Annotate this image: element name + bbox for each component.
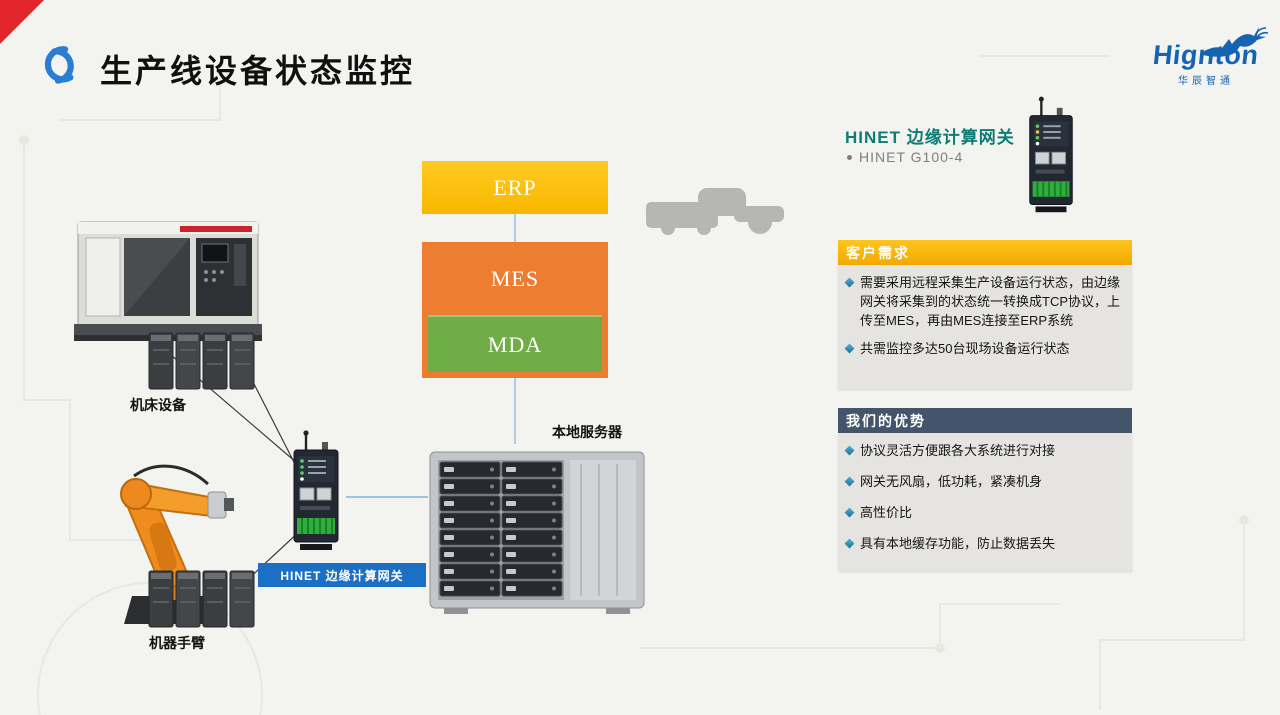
diamond-bullet-icon [844, 343, 855, 353]
list-item: 网关无风扇，低功耗，紧凑机身 [844, 473, 1123, 492]
list-item: 高性价比 [844, 504, 1123, 523]
advantage-text: 具有本地缓存功能，防止数据丢失 [860, 535, 1056, 551]
list-item: 具有本地缓存功能，防止数据丢失 [844, 535, 1123, 554]
list-item: 需要采用远程采集生产设备运行状态，由边缘网关将采集到的状态统一转换成TCP协议，… [844, 274, 1123, 331]
customer-needs-title: 客户需求 [846, 244, 910, 261]
corner-accent-triangle [0, 0, 44, 44]
robot-label: 机器手臂 [149, 635, 205, 651]
advantage-text: 高性价比 [860, 504, 913, 520]
diamond-bullet-icon [844, 538, 855, 548]
brand-subtitle: 华辰智通 [1178, 76, 1234, 87]
dot-bullet-icon [847, 154, 852, 160]
product-model: HINET G100-4 [859, 149, 964, 165]
advantages-header: 我们的优势 [838, 408, 1132, 433]
product-model-row: HINET G100-4 [847, 149, 963, 165]
need-text: 需要采用远程采集生产设备运行状态，由边缘网关将采集到的状态统一转换成TCP协议，… [860, 275, 1121, 328]
erp-label: ERP [493, 174, 537, 200]
brand-name: Hignton [1151, 40, 1261, 70]
server-rack-image [148, 570, 255, 628]
customer-needs-header: 客户需求 [838, 240, 1132, 265]
blade-server-image [429, 451, 645, 614]
diamond-bullet-icon [844, 445, 855, 456]
page-title: 生产线设备状态监控 [100, 53, 416, 89]
machine-label: 机床设备 [130, 397, 186, 413]
advantage-text: 网关无风扇，低功耗，紧凑机身 [860, 473, 1043, 489]
gateway-tag: HINET 边缘计算网关 [258, 563, 426, 587]
local-server-label: 本地服务器 [552, 424, 622, 440]
server-rack-image [148, 332, 255, 390]
deer-icon [1200, 27, 1269, 57]
mda-label: MDA [487, 331, 543, 357]
gateway-product-image [1029, 96, 1073, 213]
customer-needs-body: 需要采用远程采集生产设备运行状态，由边缘网关将采集到的状态统一转换成TCP协议，… [838, 265, 1132, 389]
advantage-text: 协议灵活方便跟各大系统进行对接 [860, 443, 1056, 458]
cloud-logo-icon [44, 46, 74, 84]
edge-gateway-image [293, 430, 339, 550]
brand-logo: Hignton 华辰智通 [1148, 27, 1269, 87]
diamond-bullet-icon [844, 277, 855, 288]
advantages-title: 我们的优势 [846, 412, 926, 429]
list-item: 协议灵活方便跟各大系统进行对接 [844, 442, 1123, 461]
list-item: 共需监控多达50台现场设备运行状态 [844, 340, 1123, 359]
diamond-bullet-icon [844, 476, 855, 487]
mda-box: MDA [428, 315, 602, 372]
advantages-body: 协议灵活方便跟各大系统进行对接 网关无风扇，低功耗，紧凑机身 高性价比 具有本地… [838, 433, 1132, 572]
erp-box: ERP [422, 161, 608, 214]
product-title: HINET 边缘计算网关 [845, 128, 1015, 147]
machinery-watermark [646, 188, 784, 235]
diamond-bullet-icon [844, 507, 855, 518]
mes-label: MES [490, 266, 540, 291]
need-text: 共需监控多达50台现场设备运行状态 [860, 340, 1070, 356]
cnc-machine-image [74, 221, 262, 341]
mes-box: MES MDA [422, 242, 608, 378]
